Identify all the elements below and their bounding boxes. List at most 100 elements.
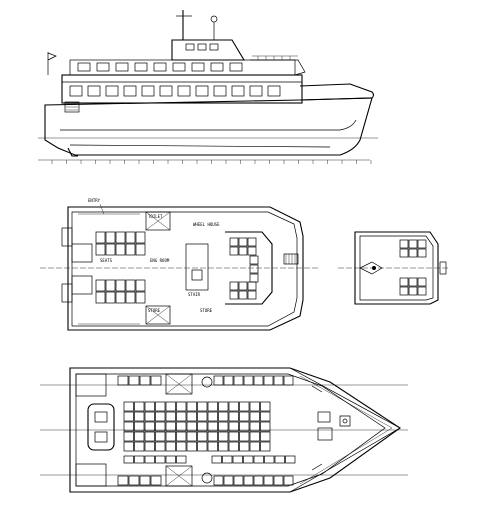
- lower-seat: [123, 401, 134, 412]
- lower-seat: [239, 431, 250, 442]
- bow-seat: [408, 239, 418, 249]
- bow-hull-inner-lines: [299, 375, 393, 485]
- lower-seat: [211, 455, 222, 464]
- main-seat: [95, 279, 106, 292]
- main-deck-window: [213, 85, 227, 97]
- lower-seat: [186, 421, 197, 432]
- stern-room-b: [75, 463, 107, 487]
- lower-seat: [128, 375, 140, 386]
- forward-seat: [238, 281, 248, 291]
- main-seat: [115, 243, 126, 256]
- table-round-2: [201, 472, 213, 484]
- lower-seat: [176, 421, 187, 432]
- bow-seat: [399, 248, 409, 258]
- wheelhouse-window-1: [185, 43, 195, 51]
- lower-seat: [117, 375, 129, 386]
- upper-deck-window: [172, 62, 186, 72]
- lower-seat: [249, 411, 260, 422]
- lower-seat: [144, 441, 155, 452]
- lower-seat-block-bottom: [117, 475, 294, 486]
- lower-seat: [134, 411, 145, 422]
- lower-seat: [197, 421, 208, 432]
- main-seat: [135, 243, 146, 256]
- main-seat: [115, 279, 126, 292]
- forward-saloon-wall: [225, 231, 273, 305]
- note-label: ENG ROOM: [150, 258, 170, 263]
- lower-seat: [134, 455, 145, 464]
- entry-label: ENTRY: [88, 198, 101, 203]
- lower-seat: [144, 401, 155, 412]
- lower-seat: [228, 441, 239, 452]
- lower-seat: [207, 441, 218, 452]
- lower-seat: [239, 421, 250, 432]
- lower-seat: [134, 431, 145, 442]
- lower-seat: [128, 475, 140, 486]
- lower-toilet-2-cross: [165, 465, 193, 487]
- lower-seat: [134, 421, 145, 432]
- forward-stair-treads: [285, 254, 296, 264]
- lower-seat: [243, 475, 254, 486]
- lower-seat: [197, 431, 208, 442]
- fwd-equipment-3: [339, 415, 351, 427]
- lower-seat: [273, 475, 284, 486]
- lower-seat: [228, 421, 239, 432]
- main-deck-window: [177, 85, 191, 97]
- bow-seat: [417, 286, 427, 296]
- lower-seat: [249, 421, 260, 432]
- lower-seat: [263, 475, 274, 486]
- main-seat: [105, 243, 116, 256]
- radar-dome-icon: [210, 15, 218, 23]
- main-deck-windows: [69, 85, 281, 97]
- main-deckhouse: [61, 74, 303, 104]
- toilet-upper: [145, 211, 171, 231]
- lower-seat: [233, 375, 244, 386]
- toilet-lower-cross: [145, 305, 171, 325]
- hull-profile: [44, 97, 373, 156]
- store-label-1: STORE: [148, 308, 161, 313]
- main-deck-window: [249, 85, 263, 97]
- upper-deck-window: [153, 62, 167, 72]
- main-deck-window: [141, 85, 155, 97]
- hull-chine-line: [60, 119, 357, 131]
- lower-seat: [232, 455, 243, 464]
- wheelhouse-window-3: [209, 43, 219, 51]
- main-deck-plan: ENTRY TOILET WHEEL HOUSE STAIR STORE STO…: [40, 198, 320, 331]
- lower-seat: [260, 401, 271, 412]
- lower-seat: [155, 401, 166, 412]
- main-deck-window: [123, 85, 137, 97]
- lower-seat: [186, 441, 197, 452]
- main-seat: [135, 231, 146, 244]
- upper-deck-window: [96, 62, 110, 72]
- main-seat-block-top: [95, 231, 146, 256]
- lower-seat: [150, 375, 162, 386]
- lower-seat: [165, 421, 176, 432]
- lower-seat: [165, 431, 176, 442]
- main-seat: [95, 291, 106, 304]
- lower-seat: [197, 411, 208, 422]
- main-seat: [115, 291, 126, 304]
- lower-seat: [273, 375, 284, 386]
- lower-seat: [186, 401, 197, 412]
- forward-seat: [238, 290, 248, 300]
- bow-seat: [417, 277, 427, 287]
- lower-toilet-2: [165, 465, 193, 487]
- upper-deck-window: [134, 62, 148, 72]
- lower-seat: [228, 411, 239, 422]
- lower-seat: [165, 411, 176, 422]
- forward-saloon-seats: [229, 237, 259, 300]
- lower-seat: [218, 411, 229, 422]
- lower-seat: [274, 455, 285, 464]
- lower-seat: [283, 475, 294, 486]
- stern-room-a: [75, 373, 107, 397]
- bow-seat: [399, 286, 409, 296]
- stern-stub-lower: [61, 283, 73, 303]
- upper-deck-window: [210, 62, 224, 72]
- store-label-2: STORE: [200, 308, 213, 313]
- helm-label: WHEEL HOUSE: [193, 222, 220, 227]
- galley-unit-2: [94, 431, 108, 443]
- lower-seat: [134, 441, 145, 452]
- bow-seat: [399, 239, 409, 249]
- bow-view: [338, 231, 448, 305]
- lower-seat: [123, 441, 134, 452]
- lower-seat: [223, 375, 234, 386]
